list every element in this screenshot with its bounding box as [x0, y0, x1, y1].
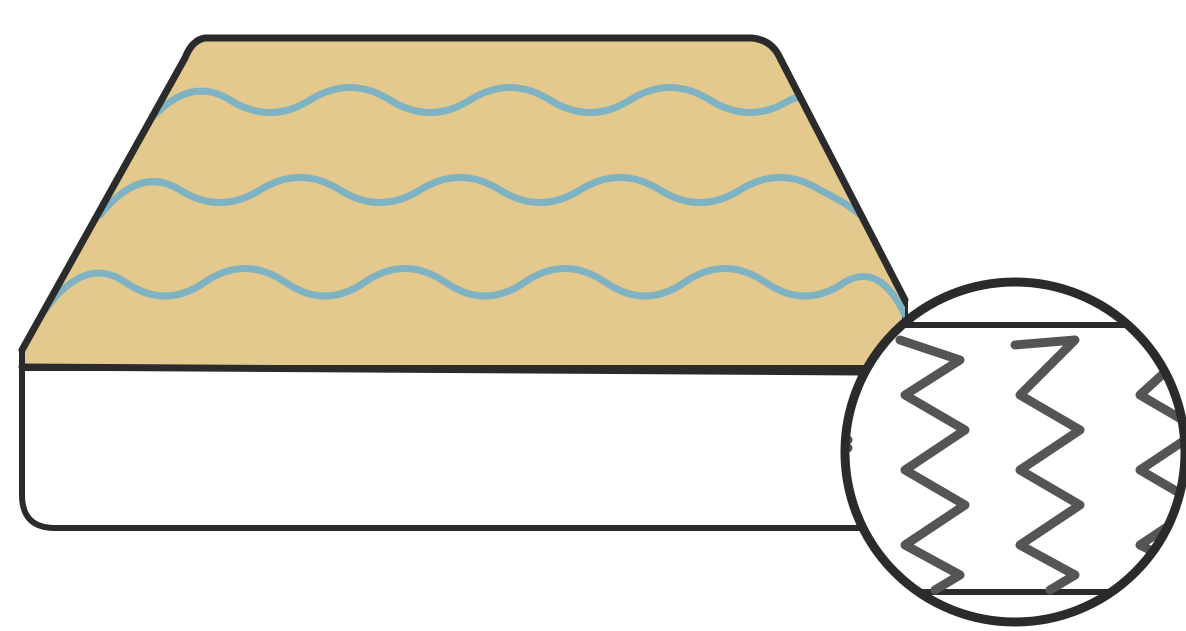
layer-divider [18, 363, 864, 376]
spring-coil [1010, 335, 1085, 595]
magnifier [840, 277, 1186, 627]
wave-line [146, 84, 819, 129]
spring-coil [895, 335, 970, 595]
wave-lines [41, 84, 905, 319]
magnifier-ring [840, 277, 1186, 627]
wave-line [41, 265, 905, 319]
mattress-body [19, 362, 903, 531]
comfort-layer-outline [18, 34, 909, 354]
wave-line [96, 174, 864, 219]
spring-coil [1135, 335, 1185, 580]
